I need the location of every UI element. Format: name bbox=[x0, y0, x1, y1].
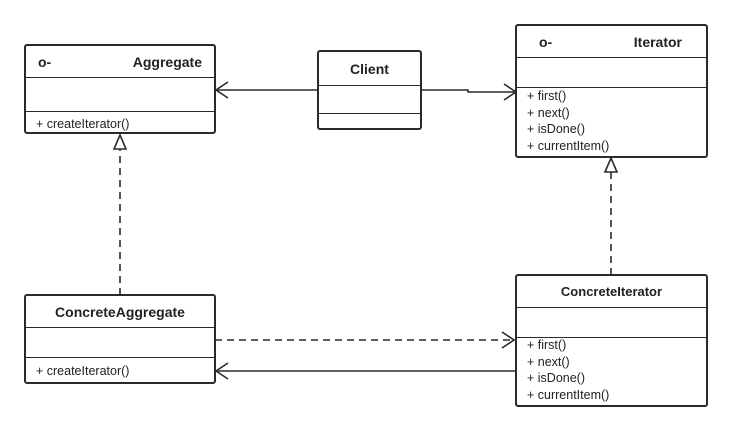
client-header: Client bbox=[319, 52, 420, 86]
iterator-operation: + next() bbox=[527, 105, 570, 120]
client-name: Client bbox=[350, 60, 389, 77]
iterator-class[interactable]: o- Iterator + first() + next() + isDone(… bbox=[515, 24, 708, 158]
aggregate-header: o- Aggregate bbox=[26, 46, 214, 78]
concrete-aggregate-attributes bbox=[26, 328, 214, 358]
concrete-iterator-name: ConcreteIterator bbox=[560, 284, 663, 299]
iterator-name: Iterator bbox=[633, 33, 682, 50]
client-to-iterator-line bbox=[421, 89, 516, 93]
iterator-operations: + first() + next() + isDone() + currentI… bbox=[517, 88, 706, 154]
aggregate-stereotype: o- bbox=[38, 53, 52, 70]
iterator-header: o- Iterator bbox=[517, 26, 706, 58]
concrete-aggregate-operation: + createIterator() bbox=[36, 364, 130, 378]
aggregate-operations: + createIterator() bbox=[26, 116, 214, 133]
iterator-stereotype: o- bbox=[539, 33, 553, 50]
client-to-aggregate-arrowhead bbox=[214, 81, 229, 99]
concrete-aggregate-name: ConcreteAggregate bbox=[55, 303, 185, 320]
client-attributes bbox=[319, 86, 420, 114]
iterator-operation: + isDone() bbox=[527, 122, 586, 136]
aggregate-class[interactable]: o- Aggregate + createIterator() bbox=[24, 44, 216, 134]
concrete-iterator-operations: + first() + next() + isDone() + currentI… bbox=[517, 337, 706, 403]
client-class[interactable]: Client bbox=[317, 50, 422, 130]
concrete-iterator-operation: + isDone() bbox=[527, 371, 586, 385]
concrete-iterator-operation: + next() bbox=[527, 354, 570, 369]
concrete-aggregate-class[interactable]: ConcreteAggregate + createIterator() bbox=[24, 294, 216, 384]
iterator-operation: + currentItem() bbox=[527, 138, 610, 153]
iterator-operation: + first() bbox=[527, 89, 567, 103]
concrete-iterator-header: ConcreteIterator bbox=[517, 276, 706, 308]
aggregate-name: Aggregate bbox=[132, 53, 202, 70]
concrete-iterator-attributes bbox=[517, 308, 706, 338]
iterator-realization-triangle bbox=[603, 155, 619, 173]
concrete-iterator-operation: + first() bbox=[527, 338, 567, 352]
concrete-aggregate-operations: + createIterator() bbox=[26, 363, 214, 380]
association-arrowhead bbox=[214, 362, 229, 380]
iterator-attributes bbox=[517, 58, 706, 88]
aggregate-attributes bbox=[26, 78, 214, 112]
concrete-aggregate-header: ConcreteAggregate bbox=[26, 296, 214, 328]
concrete-iterator-operation: + currentItem() bbox=[527, 387, 610, 402]
aggregate-operation: + createIterator() bbox=[36, 117, 130, 131]
aggregate-realization-triangle bbox=[112, 132, 128, 150]
concrete-iterator-class[interactable]: ConcreteIterator + first() + next() + is… bbox=[515, 274, 708, 407]
dependency-arrowhead bbox=[501, 331, 516, 349]
